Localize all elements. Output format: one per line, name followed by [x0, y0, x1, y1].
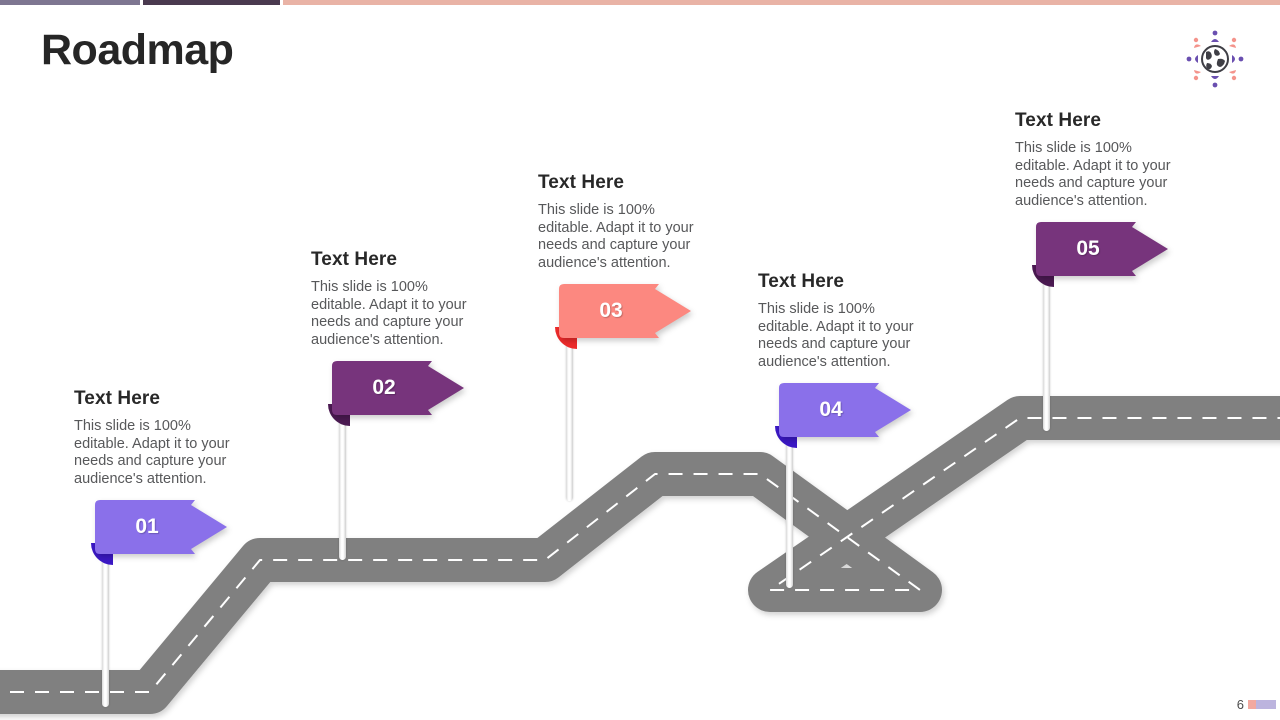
milestone-05-body: This slide is 100% editable. Adapt it to…	[1015, 140, 1171, 210]
milestone-04-heading: Text Here	[758, 271, 845, 292]
accent-segment-2	[143, 0, 280, 5]
accent-segment-3	[283, 0, 1280, 5]
milestone-01-pole	[102, 508, 109, 707]
page-deco-salmon	[1248, 700, 1256, 709]
global-people-logo-icon	[1182, 28, 1248, 90]
milestone-02-banner[interactable]: 02	[328, 360, 468, 416]
milestone-05-heading: Text Here	[1015, 110, 1102, 131]
milestone-02[interactable]: Text Here This slide is 100% editable. A…	[311, 249, 476, 560]
milestone-01-flag[interactable]: 01	[74, 499, 227, 707]
milestone-04-banner[interactable]: 04	[775, 382, 915, 438]
milestone-03-body: This slide is 100% editable. Adapt it to…	[538, 202, 694, 272]
milestone-05-pole	[1043, 230, 1050, 431]
milestone-05[interactable]: Text Here This slide is 100% editable. A…	[1015, 110, 1180, 431]
milestone-02-flag[interactable]: 02	[311, 360, 464, 560]
milestone-05-flag[interactable]: 05	[1015, 221, 1168, 431]
accent-segment-1	[0, 0, 140, 5]
milestone-04-body: This slide is 100% editable. Adapt it to…	[758, 301, 914, 371]
milestone-01-heading: Text Here	[74, 388, 161, 409]
page-number: 6	[1236, 697, 1244, 712]
milestone-04-flag[interactable]: 04	[758, 382, 911, 588]
milestone-03-heading: Text Here	[538, 172, 625, 193]
milestone-02-body: This slide is 100% editable. Adapt it to…	[311, 279, 467, 349]
milestone-03-banner[interactable]: 03	[555, 283, 695, 339]
milestone-01[interactable]: Text Here This slide is 100% editable. A…	[74, 388, 239, 707]
milestone-01-body: This slide is 100% editable. Adapt it to…	[74, 418, 230, 488]
top-accent-bar	[0, 0, 1280, 5]
accent-gap-2	[280, 0, 283, 5]
page-deco-purple	[1256, 700, 1276, 709]
milestone-01-banner[interactable]: 01	[91, 499, 231, 555]
milestone-03-flag[interactable]: 03	[538, 283, 691, 501]
page-number-decoration	[1248, 700, 1276, 709]
milestone-02-pole	[339, 369, 346, 560]
milestone-05-banner[interactable]: 05	[1032, 221, 1172, 277]
page-title: Roadmap	[41, 26, 234, 74]
milestone-04-pole	[786, 391, 793, 588]
accent-gap-1	[140, 0, 143, 5]
milestone-02-heading: Text Here	[311, 249, 398, 270]
milestone-03-pole	[566, 292, 573, 501]
milestone-03[interactable]: Text Here This slide is 100% editable. A…	[538, 172, 703, 501]
milestone-04[interactable]: Text Here This slide is 100% editable. A…	[758, 271, 923, 588]
